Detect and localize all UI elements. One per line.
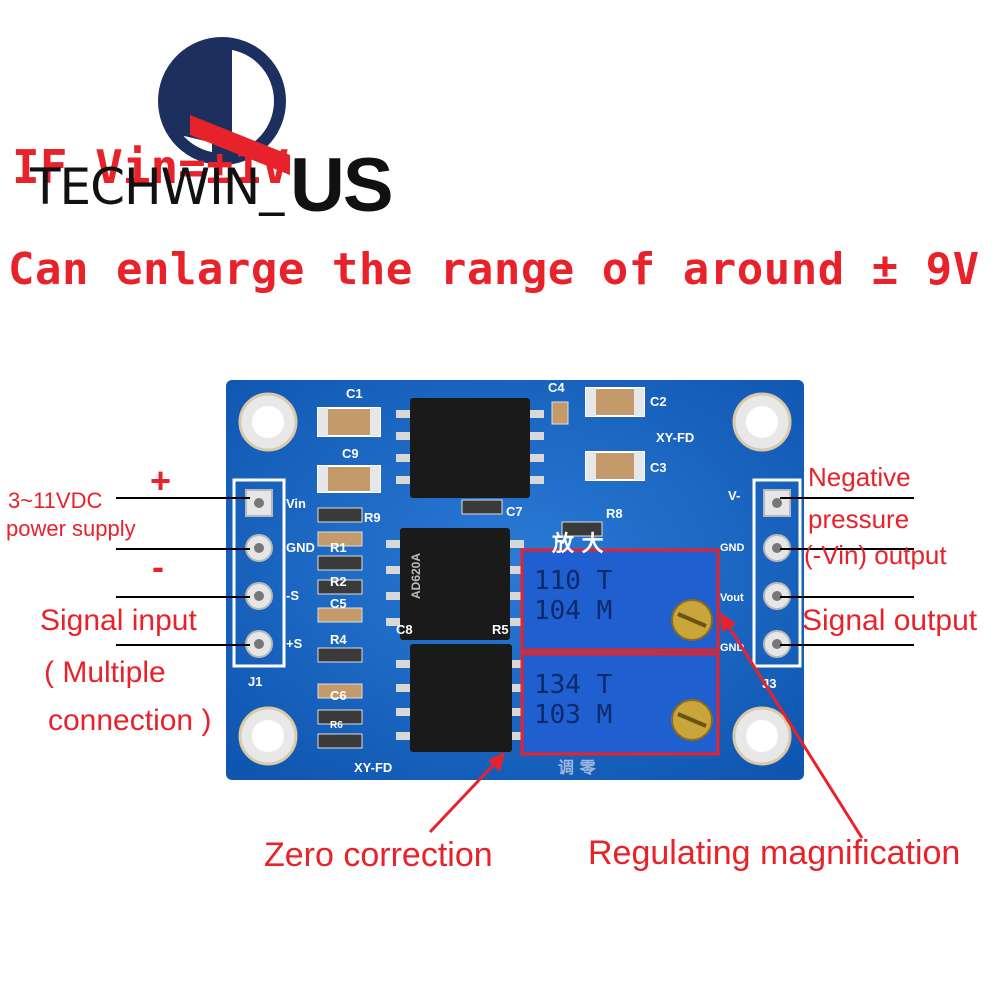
headline-partial: IF Vin=±1V (12, 140, 289, 194)
silk-c4: C4 (548, 380, 565, 395)
trimmer-top[interactable]: 110 T 104 M (534, 566, 612, 626)
trimmer-top-line2: 104 M (534, 596, 613, 626)
silk-xyfd-top: XY-FD (656, 430, 695, 445)
signal-output-label: Signal output (802, 604, 978, 637)
silk-chinese-bottom: 调 零 (558, 758, 596, 777)
headline: Can enlarge the range of around ± 9V (8, 244, 980, 295)
line-vin (116, 497, 250, 499)
pcb-board: C1 C2 C3 C4 C9 R9 C7 R8 R1 R2 C5 R4 C8 R… (226, 380, 804, 780)
power-supply-line1: 3~11VDC (8, 488, 103, 513)
silk-vout: Vout (720, 592, 744, 604)
silk-c3: C3 (650, 460, 667, 475)
silk-minus-s: -S (286, 588, 299, 603)
line-gnd-right2 (780, 644, 914, 646)
silk-plus-s: +S (286, 636, 303, 651)
line-gnd-right (780, 548, 914, 550)
brand-suffix: US (290, 143, 394, 228)
pcb-graphic (226, 380, 804, 780)
negative-line3: (-Vin) output (804, 540, 947, 570)
trimmer-bottom-line1: 134 T (534, 670, 613, 700)
silk-vin: Vin (286, 496, 306, 511)
silk-c5: C5 (330, 596, 347, 611)
silk-r4: R4 (330, 632, 347, 647)
trimmer-bottom-line2: 103 M (534, 700, 613, 730)
negative-line2: pressure (808, 504, 910, 534)
trimmer-bottom[interactable]: 134 T 103 M (534, 670, 612, 730)
plus-sign: + (150, 460, 172, 501)
line-minus-s (116, 596, 250, 598)
silk-c9: C9 (342, 446, 359, 461)
multiple-line2: connection ) (48, 704, 212, 737)
silk-r1: R1 (330, 540, 347, 555)
silk-xyfd-bottom: XY-FD (354, 760, 393, 775)
multiple-line1: ( Multiple (44, 656, 166, 689)
silk-chinese-top: 放 大 (552, 532, 604, 557)
silk-r2: R2 (330, 574, 347, 589)
silk-c6: C6 (330, 688, 347, 703)
line-vout (780, 596, 914, 598)
silk-c7: C7 (506, 504, 523, 519)
line-gnd-left (116, 548, 250, 550)
silk-vminus: V- (728, 488, 741, 503)
brand-name: TECHWIN_ (30, 158, 284, 216)
silk-j1: J1 (248, 674, 263, 689)
trimmer-top-line1: 110 T (534, 566, 613, 596)
silk-gnd-right2: GND (720, 642, 745, 654)
negative-line1: Negative (808, 462, 911, 492)
signal-input-label: Signal input (40, 604, 197, 637)
zero-correction-label: Zero correction (264, 836, 493, 874)
silk-c8: C8 (396, 622, 413, 637)
silk-c1: C1 (346, 386, 363, 401)
silk-r5: R5 (492, 622, 509, 637)
line-vminus (780, 497, 914, 499)
minus-sign: - (152, 546, 164, 587)
silk-c2: C2 (650, 394, 667, 409)
silk-gnd-left: GND (286, 540, 315, 555)
silk-r6: R6 (330, 720, 343, 731)
silk-r9: R9 (364, 510, 381, 525)
silk-gnd-right: GND (720, 542, 745, 554)
logo-emblem (158, 37, 290, 175)
regulating-magnification-label: Regulating magnification (588, 834, 961, 872)
line-plus-s (116, 644, 250, 646)
silk-r8: R8 (606, 506, 623, 521)
brand-logo (150, 25, 420, 225)
power-supply-line2: power supply (6, 516, 136, 541)
